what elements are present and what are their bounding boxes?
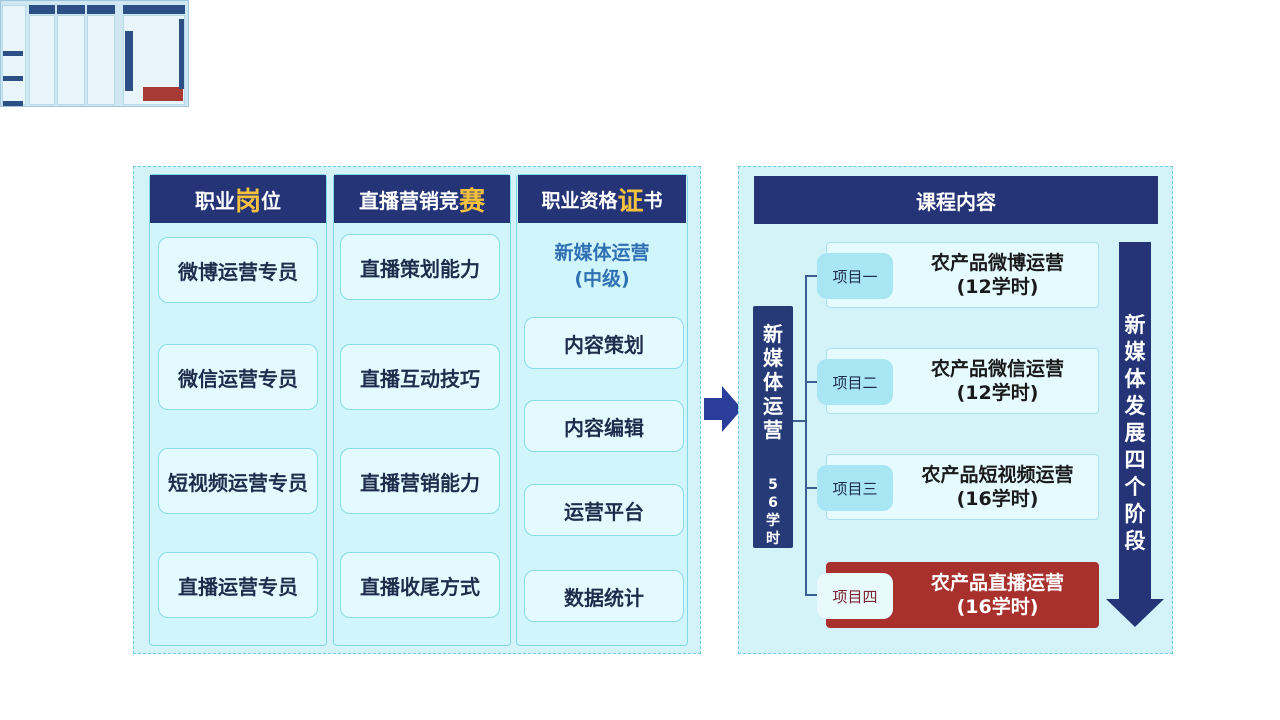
- project-title: 农产品微博运营 (12学时): [930, 252, 1064, 298]
- cert-item: 内容策划: [524, 317, 684, 369]
- job-item: 微信运营专员: [158, 344, 318, 410]
- bracket-branch: [805, 594, 825, 596]
- bracket-branch: [805, 487, 817, 489]
- course-heading: 课程内容: [754, 176, 1158, 224]
- slide-thumbnail[interactable]: [0, 0, 189, 107]
- project-title: 农产品微信运营 (12学时): [930, 358, 1064, 404]
- bracket-branch: [805, 275, 817, 277]
- contest-item: 直播策划能力: [340, 234, 500, 300]
- project-tag: 项目一: [817, 253, 893, 299]
- contest-item: 直播收尾方式: [340, 552, 500, 618]
- project-card-2[interactable]: 项目二 农产品微信运营 (12学时): [817, 348, 1099, 414]
- cert-heading: 职业资格证书: [518, 175, 686, 223]
- stage-label: 新媒体发展四个阶段: [1124, 313, 1146, 553]
- contest-item: 直播营销能力: [340, 448, 500, 514]
- core-course-hours: 56学时: [766, 477, 780, 547]
- cert-item: 内容编辑: [524, 400, 684, 452]
- project-tag: 项目三: [817, 465, 893, 511]
- job-item: 直播运营专员: [158, 552, 318, 618]
- cert-item: 运营平台: [524, 484, 684, 536]
- project-card-3[interactable]: 项目三 农产品短视频运营 (16学时): [817, 454, 1099, 520]
- down-arrow-icon: [1106, 242, 1164, 627]
- project-tag: 项目二: [817, 359, 893, 405]
- bracket-spine: [805, 275, 807, 595]
- cert-item: 数据统计: [524, 570, 684, 622]
- flow-arrow-icon: [704, 386, 742, 432]
- core-course-label: 新媒体运营: [763, 322, 783, 442]
- project-title: 农产品短视频运营 (16学时): [921, 464, 1074, 510]
- project-card-4-active[interactable]: 项目四 农产品直播运营 (16学时): [817, 562, 1099, 628]
- cert-title: 新媒体运营 (中级): [554, 242, 650, 290]
- project-tag: 项目四: [817, 573, 893, 619]
- project-card-1[interactable]: 项目一 农产品微博运营 (12学时): [817, 242, 1099, 308]
- jobs-heading: 职业岗位: [150, 175, 326, 223]
- bracket-branch: [805, 381, 817, 383]
- bracket-stem: [793, 420, 805, 422]
- contest-item: 直播互动技巧: [340, 344, 500, 410]
- job-item: 微博运营专员: [158, 237, 318, 303]
- core-course-bar: 新媒体运营 56学时: [753, 306, 793, 548]
- contest-heading: 直播营销竞赛: [334, 175, 510, 223]
- job-item: 短视频运营专员: [158, 448, 318, 514]
- project-title: 农产品直播运营 (16学时): [930, 572, 1064, 618]
